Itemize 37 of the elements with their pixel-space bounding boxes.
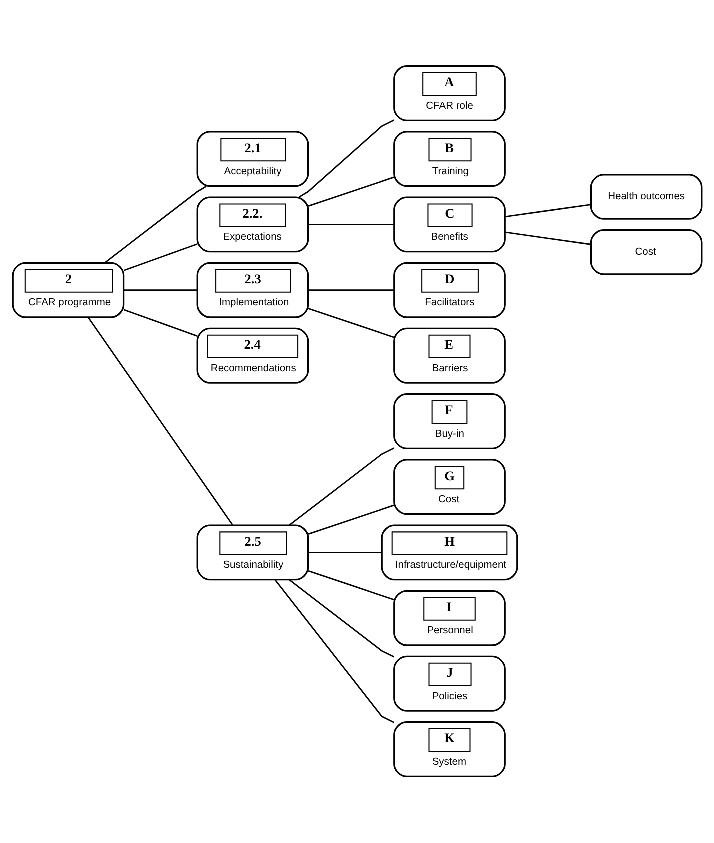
node-box: J Policies: [393, 656, 506, 712]
connector: [104, 186, 206, 264]
node-box: A CFAR role: [393, 66, 506, 122]
connector: [288, 580, 394, 658]
node-box: 2.4 Recommendations: [196, 328, 309, 384]
node-box: E Barriers: [393, 328, 506, 384]
connector: [288, 448, 394, 526]
connector: [308, 570, 394, 601]
node-box: I Personnel: [393, 590, 506, 646]
node-box: 2.5 Sustainability: [196, 524, 309, 581]
node-box: 2.2. Expectations: [196, 196, 309, 253]
node-box: C Benefits: [393, 196, 506, 253]
node-box: F Buy-in: [393, 394, 506, 450]
node-box: D Facilitators: [393, 262, 506, 318]
connector: [308, 552, 382, 554]
connector: [124, 290, 198, 292]
node-box: Cost: [590, 230, 702, 276]
connector: [308, 176, 394, 208]
node-box: 2 CFAR programme: [12, 262, 124, 318]
connector: [308, 308, 394, 338]
node-box: K System: [393, 722, 506, 778]
node-box: H Infrastructure/equipment: [380, 524, 518, 581]
connector: [308, 290, 394, 292]
connector: [123, 244, 198, 272]
node-box: 2.1 Acceptability: [196, 131, 309, 188]
node-box: G Cost: [393, 459, 506, 516]
connector: [504, 204, 591, 218]
node-box: B Training: [393, 131, 506, 188]
connector: [298, 120, 394, 198]
connector: [308, 504, 394, 536]
node-box: Health outcomes: [590, 174, 702, 220]
connector: [274, 580, 394, 724]
connector: [504, 232, 591, 246]
connector: [308, 224, 394, 226]
connector: [88, 317, 234, 526]
node-box: 2.3 Implementation: [196, 262, 309, 318]
connector: [123, 309, 198, 338]
